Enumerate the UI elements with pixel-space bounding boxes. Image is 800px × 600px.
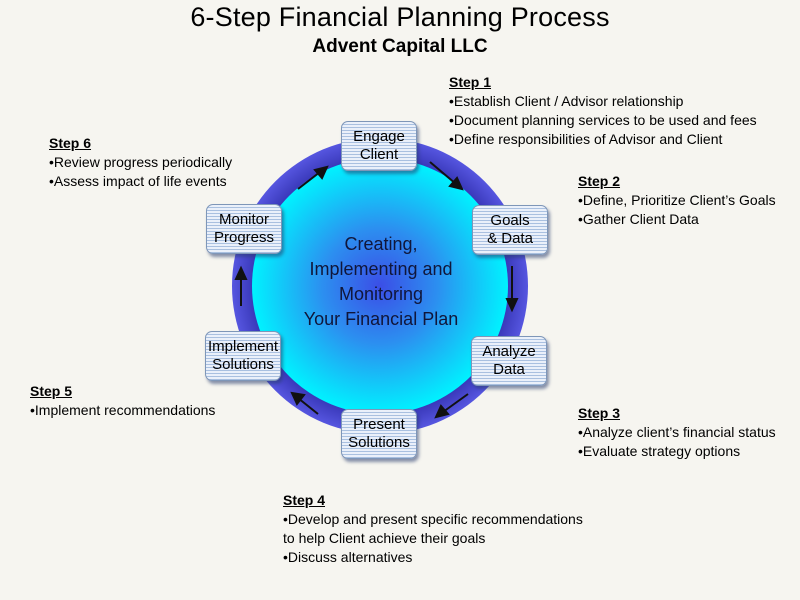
node-label: Analyze — [482, 343, 536, 360]
center-circle — [252, 158, 508, 414]
step-heading: Step 6 — [49, 135, 92, 151]
node-analyze-data[interactable]: Analyze Data — [471, 336, 547, 386]
node-engage-client[interactable]: Engage Client — [341, 121, 417, 171]
node-label: Engage — [353, 128, 405, 145]
arrow-implement-to-monitor — [234, 265, 248, 306]
step-6-description: Step 6 •Review progress periodically •As… — [49, 134, 232, 191]
node-monitor-progress[interactable]: Monitor Progress — [206, 204, 282, 254]
step-bullet: •Analyze client’s financial status — [578, 424, 776, 440]
step-4-description: Step 4 •Develop and present specific rec… — [283, 491, 583, 567]
node-label: Implement — [207, 338, 279, 355]
step-3-description: Step 3 •Analyze client’s financial statu… — [578, 404, 776, 461]
node-label: Solutions — [212, 356, 274, 373]
step-heading: Step 5 — [30, 383, 73, 399]
diagram-title: 6-Step Financial Planning Process — [190, 2, 610, 32]
center-line: Creating, — [344, 234, 418, 254]
step-bullet: •Gather Client Data — [578, 211, 699, 227]
step-bullet: to help Client achieve their goals — [283, 530, 486, 546]
arrow-engage-to-goals — [429, 161, 464, 191]
step-heading: Step 1 — [449, 74, 492, 90]
node-label: Data — [493, 361, 525, 378]
node-present-solutions[interactable]: Present Solutions — [341, 409, 417, 459]
center-label: Creating, Implementing and Monitoring Yo… — [288, 232, 474, 332]
center-line: Implementing and — [309, 259, 453, 279]
diagram-subtitle: Advent Capital LLC — [312, 36, 488, 57]
step-bullet: •Define responsibilities of Advisor and … — [449, 131, 723, 147]
node-label: Client — [359, 146, 399, 163]
node-goals-data[interactable]: Goals & Data — [472, 205, 548, 255]
step-bullet: •Develop and present specific recommenda… — [283, 511, 583, 527]
step-bullet: •Review progress periodically — [49, 154, 233, 170]
node-label: Progress — [213, 229, 275, 246]
step-heading: Step 4 — [283, 492, 326, 508]
center-line: Your Financial Plan — [303, 309, 459, 329]
step-heading: Step 2 — [578, 173, 621, 189]
node-label: Goals — [490, 212, 530, 229]
step-bullet: •Document planning services to be used a… — [449, 112, 757, 128]
node-label: Solutions — [348, 434, 410, 451]
step-bullet: •Discuss alternatives — [283, 549, 413, 565]
node-label: Monitor — [218, 211, 270, 228]
cycle-arrows — [234, 161, 519, 419]
step-bullet: •Establish Client / Advisor relationship — [449, 93, 684, 109]
node-label: & Data — [487, 230, 533, 247]
center-line: Monitoring — [338, 284, 424, 304]
node-label: Present — [353, 416, 405, 433]
step-bullet: •Define, Prioritize Client’s Goals — [578, 192, 776, 208]
step-1-description: Step 1 •Establish Client / Advisor relat… — [449, 73, 757, 149]
step-2-description: Step 2 •Define, Prioritize Client’s Goal… — [578, 172, 776, 229]
step-5-description: Step 5 •Implement recommendations — [30, 382, 215, 420]
node-implement-solutions[interactable]: Implement Solutions — [205, 331, 281, 381]
step-bullet: •Implement recommendations — [30, 402, 216, 418]
arrow-goals-to-analyze — [505, 266, 519, 313]
step-bullet: •Assess impact of life events — [49, 173, 227, 189]
step-heading: Step 3 — [578, 405, 621, 421]
step-bullet: •Evaluate strategy options — [578, 443, 741, 459]
arrow-present-to-implement — [290, 391, 319, 415]
arrow-analyze-to-present — [434, 393, 469, 419]
arrow-monitor-to-engage — [297, 165, 329, 190]
